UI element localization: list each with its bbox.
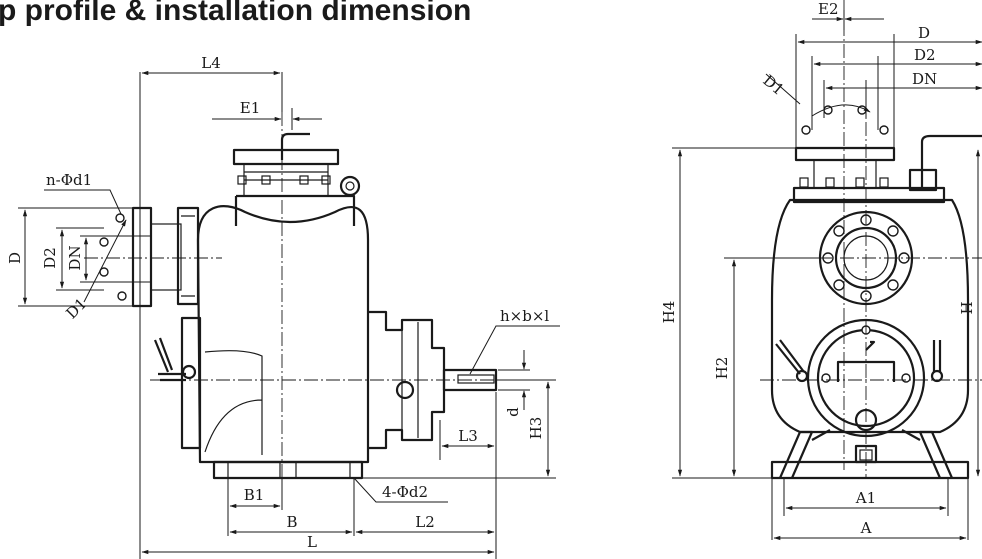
lifting-eye bbox=[339, 175, 361, 197]
dim-hxbxl: h×b×l bbox=[500, 307, 549, 325]
flange-hole bbox=[99, 237, 109, 247]
side-top-frame bbox=[792, 186, 946, 204]
dim-E1: E1 bbox=[240, 99, 261, 117]
discharge-neck bbox=[813, 159, 877, 189]
discharge-flange bbox=[794, 146, 896, 162]
dim-4-phi-d2: 4-Φd2 bbox=[382, 483, 428, 501]
shaft-key bbox=[457, 374, 495, 384]
dim-H4: H4 bbox=[660, 301, 678, 324]
dim-D1-side: D1 bbox=[759, 71, 787, 99]
page-title: p profile & installation dimension bbox=[0, 0, 472, 27]
dim-D2: D2 bbox=[41, 247, 59, 269]
left-valve-handle bbox=[775, 339, 805, 375]
dim-B: B bbox=[286, 513, 297, 531]
side-casing bbox=[770, 198, 970, 434]
flange-hole bbox=[117, 291, 127, 301]
suction-nozzle bbox=[150, 223, 182, 291]
leader-4-phi-d2 bbox=[353, 477, 448, 503]
dim-L2: L2 bbox=[415, 513, 435, 531]
dim-H3: H3 bbox=[527, 417, 545, 440]
side-priming-pipe bbox=[920, 134, 982, 190]
suction-cover bbox=[176, 206, 200, 306]
drain-valve-handle bbox=[153, 337, 186, 382]
dim-DN-side: DN bbox=[912, 70, 937, 88]
pump-casing bbox=[196, 205, 370, 464]
dim-L3: L3 bbox=[458, 427, 478, 445]
dim-D: D bbox=[6, 252, 24, 264]
dim-A: A bbox=[860, 519, 872, 537]
dim-H: H bbox=[958, 301, 976, 314]
leader-n-phi-d1 bbox=[44, 189, 122, 215]
side-feet bbox=[778, 429, 954, 479]
dim-d: d bbox=[504, 407, 522, 417]
suction-flange-holes bbox=[822, 214, 910, 302]
rear-cover bbox=[180, 316, 202, 450]
priming-pipe bbox=[280, 132, 310, 160]
flange-hole bbox=[99, 267, 109, 277]
dim-A1: A1 bbox=[855, 489, 876, 507]
dim-n-phi-d1: n-Φd1 bbox=[46, 171, 92, 189]
flange-hole bbox=[115, 213, 125, 223]
dim-D-side: D bbox=[918, 24, 930, 42]
dim-D2-side: D2 bbox=[914, 46, 936, 64]
top-bolts bbox=[237, 175, 331, 185]
dim-H2: H2 bbox=[713, 357, 731, 380]
side-view: E2 D D2 DN D1 H4 H2 H A1 A bbox=[660, 0, 982, 541]
oil-plug bbox=[395, 380, 415, 400]
leader-hxbxl bbox=[469, 325, 560, 375]
suction-flange bbox=[131, 206, 153, 308]
dim-L: L bbox=[307, 533, 317, 551]
front-view: L4 E1 n-Φd1 D D2 DN D1 h×b×l d H bbox=[6, 54, 560, 559]
top-cover-plate bbox=[232, 148, 340, 166]
dim-L4: L4 bbox=[201, 54, 221, 72]
dim-B1: B1 bbox=[244, 486, 265, 504]
dim-E2: E2 bbox=[818, 0, 839, 18]
base-plate bbox=[212, 460, 364, 480]
volute-curve bbox=[204, 350, 263, 455]
leader-D1 bbox=[83, 219, 127, 303]
cover-handle bbox=[836, 360, 896, 382]
side-top-bolts bbox=[799, 177, 889, 188]
dim-DN: DN bbox=[66, 245, 84, 270]
right-valve-handle bbox=[932, 340, 942, 372]
